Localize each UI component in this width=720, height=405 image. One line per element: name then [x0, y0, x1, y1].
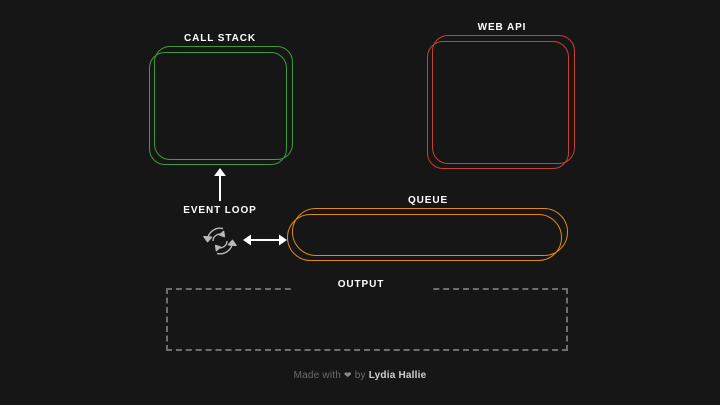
- output-label: OUTPUT: [291, 279, 431, 291]
- call-stack-label: CALL STACK: [184, 33, 256, 44]
- web-api-panel[interactable]: [427, 35, 575, 169]
- footer-author[interactable]: Lydia Hallie: [368, 370, 427, 381]
- web-api-label: WEB API: [477, 22, 527, 33]
- call-stack-panel[interactable]: [149, 46, 293, 165]
- arrow-event-loop-to-queue: [243, 233, 287, 247]
- queue-outer-border: [287, 214, 562, 261]
- output-panel[interactable]: [166, 288, 568, 351]
- footer-credit: Made with❤by Lydia Hallie: [0, 368, 720, 383]
- loop-arrows-icon: [198, 219, 242, 263]
- call-stack-inner-border: [154, 46, 293, 160]
- arrow-queue-to-call-stack: [212, 168, 228, 201]
- web-api-outer-border: [427, 41, 569, 169]
- footer-connector: by: [354, 370, 366, 381]
- heart-icon: ❤: [344, 370, 352, 380]
- web-api-inner-border: [432, 35, 575, 164]
- queue-panel[interactable]: [287, 208, 568, 261]
- event-loop-label: EVENT LOOP: [183, 205, 257, 216]
- call-stack-outer-border: [149, 52, 287, 165]
- queue-label: QUEUE: [407, 195, 449, 206]
- footer-prefix: Made with: [293, 370, 342, 381]
